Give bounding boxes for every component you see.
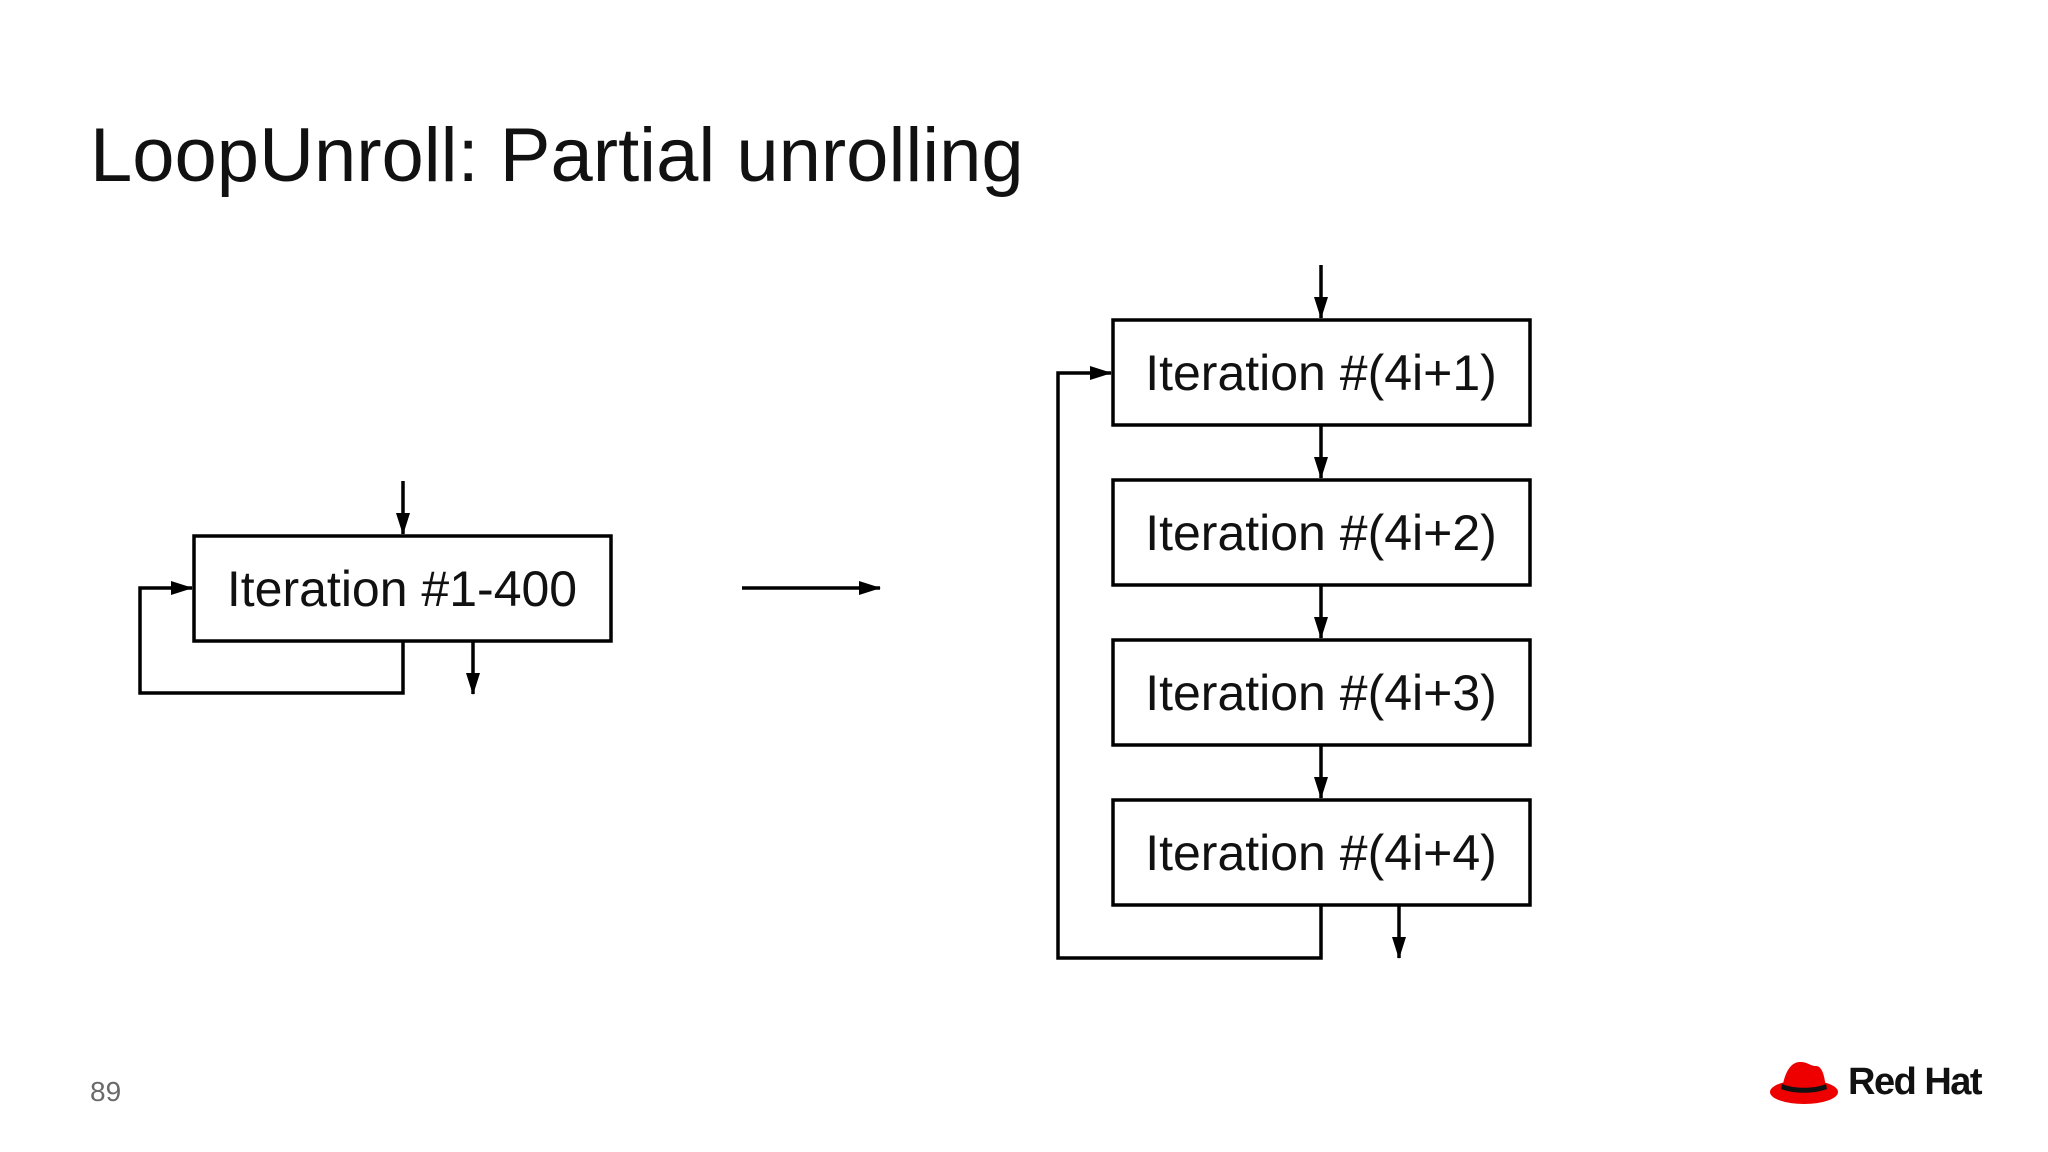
iteration-label-1: Iteration #(4i+1) (1145, 345, 1497, 401)
iteration-box-original (192, 534, 613, 643)
red-hat-icon (1770, 1062, 1838, 1104)
red-hat-wordmark: Red Hat (1848, 1060, 1983, 1103)
page-number: 89 (90, 1076, 122, 1107)
back-edge-arrow (1056, 366, 1323, 960)
iteration-label-2: Iteration #(4i+2) (1145, 505, 1497, 561)
unrolled-loop: Iteration #(4i+1) Iteration #(4i+2) Iter… (1056, 265, 1532, 960)
iteration-box-4 (1111, 798, 1532, 907)
slide-title: LoopUnroll: Partial unrolling (90, 113, 1024, 198)
iteration-label-3: Iteration #(4i+3) (1145, 665, 1497, 721)
iteration-label-4: Iteration #(4i+4) (1145, 825, 1497, 881)
iteration-box-3 (1111, 638, 1532, 747)
red-hat-logo: Red Hat (1768, 1056, 1983, 1108)
back-edge-arrow (138, 581, 405, 695)
iteration-label-original: Iteration #1-400 (227, 561, 577, 617)
original-loop: Iteration #1-400 (138, 481, 613, 695)
